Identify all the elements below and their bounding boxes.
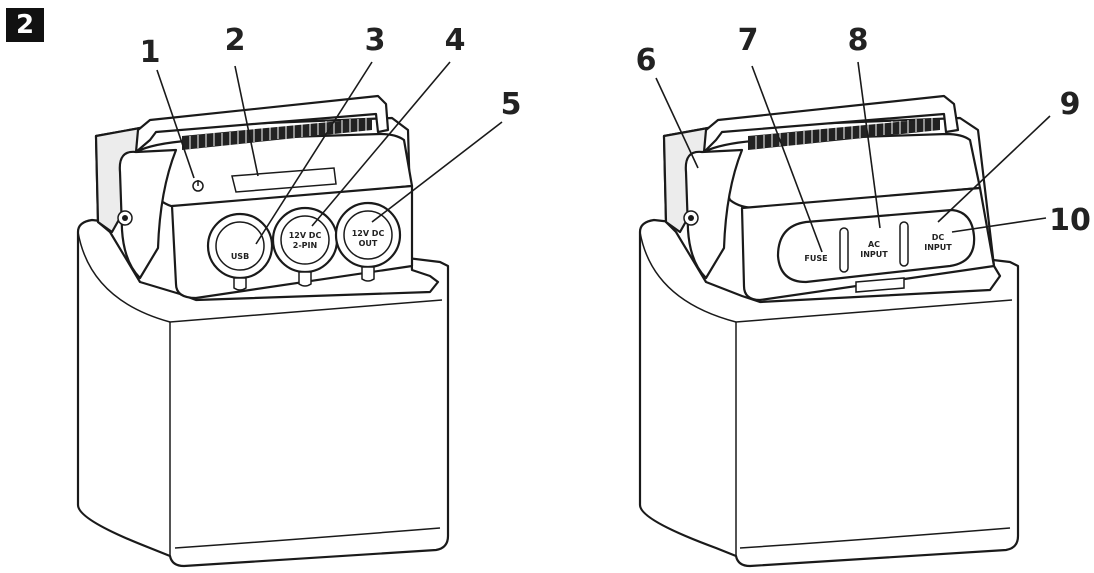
input-panel: FUSE AC INPUT DC INPUT <box>776 208 976 293</box>
dc-out-label-line1: 12V DC <box>352 229 385 238</box>
usb-port: USB <box>206 212 274 291</box>
usb-port-label: USB <box>231 252 249 261</box>
panel-slot <box>899 221 909 267</box>
power-icon <box>192 180 204 192</box>
callout-6: 6 <box>636 43 657 78</box>
leader-5 <box>371 121 503 223</box>
unit-back: FUSE AC INPUT DC INPUT 6 7 8 9 10 <box>636 23 1091 568</box>
leader-6 <box>655 77 699 169</box>
callout-5: 5 <box>501 87 522 122</box>
dc-out-port: 12V DC OUT <box>334 201 402 282</box>
ac-input-label-line1: AC <box>868 240 880 249</box>
callout-8: 8 <box>848 23 869 58</box>
callout-10: 10 <box>1049 203 1091 238</box>
unit-front: USB 12V DC 2-PIN 12V DC OUT <box>76 23 522 568</box>
callout-9: 9 <box>1060 87 1081 122</box>
callout-1: 1 <box>140 35 161 70</box>
leader-7 <box>751 65 823 253</box>
leader-3 <box>255 61 373 245</box>
leader-10 <box>951 217 1047 233</box>
leader-8 <box>857 61 881 229</box>
callout-3: 3 <box>365 23 386 58</box>
fuse-label: FUSE <box>804 254 827 263</box>
dc-2pin-label-line2: 2-PIN <box>293 241 317 250</box>
dc-out-label-line2: OUT <box>359 239 378 248</box>
callout-4: 4 <box>445 23 466 58</box>
step-badge: 2 <box>6 8 44 42</box>
fuse-slot <box>839 227 849 273</box>
leader-9 <box>937 115 1051 223</box>
callout-2: 2 <box>225 23 246 58</box>
callout-7: 7 <box>738 23 759 58</box>
leader-4 <box>311 61 451 227</box>
dc-2pin-label-line1: 12V DC <box>289 231 322 240</box>
ac-input-label-line2: INPUT <box>860 250 888 259</box>
dc-input-label-line1: DC <box>932 233 945 242</box>
leader-2 <box>234 65 259 177</box>
leader-1 <box>156 69 195 179</box>
dc-2pin-port: 12V DC 2-PIN <box>271 206 339 287</box>
dc-input-label-line2: INPUT <box>924 243 952 252</box>
